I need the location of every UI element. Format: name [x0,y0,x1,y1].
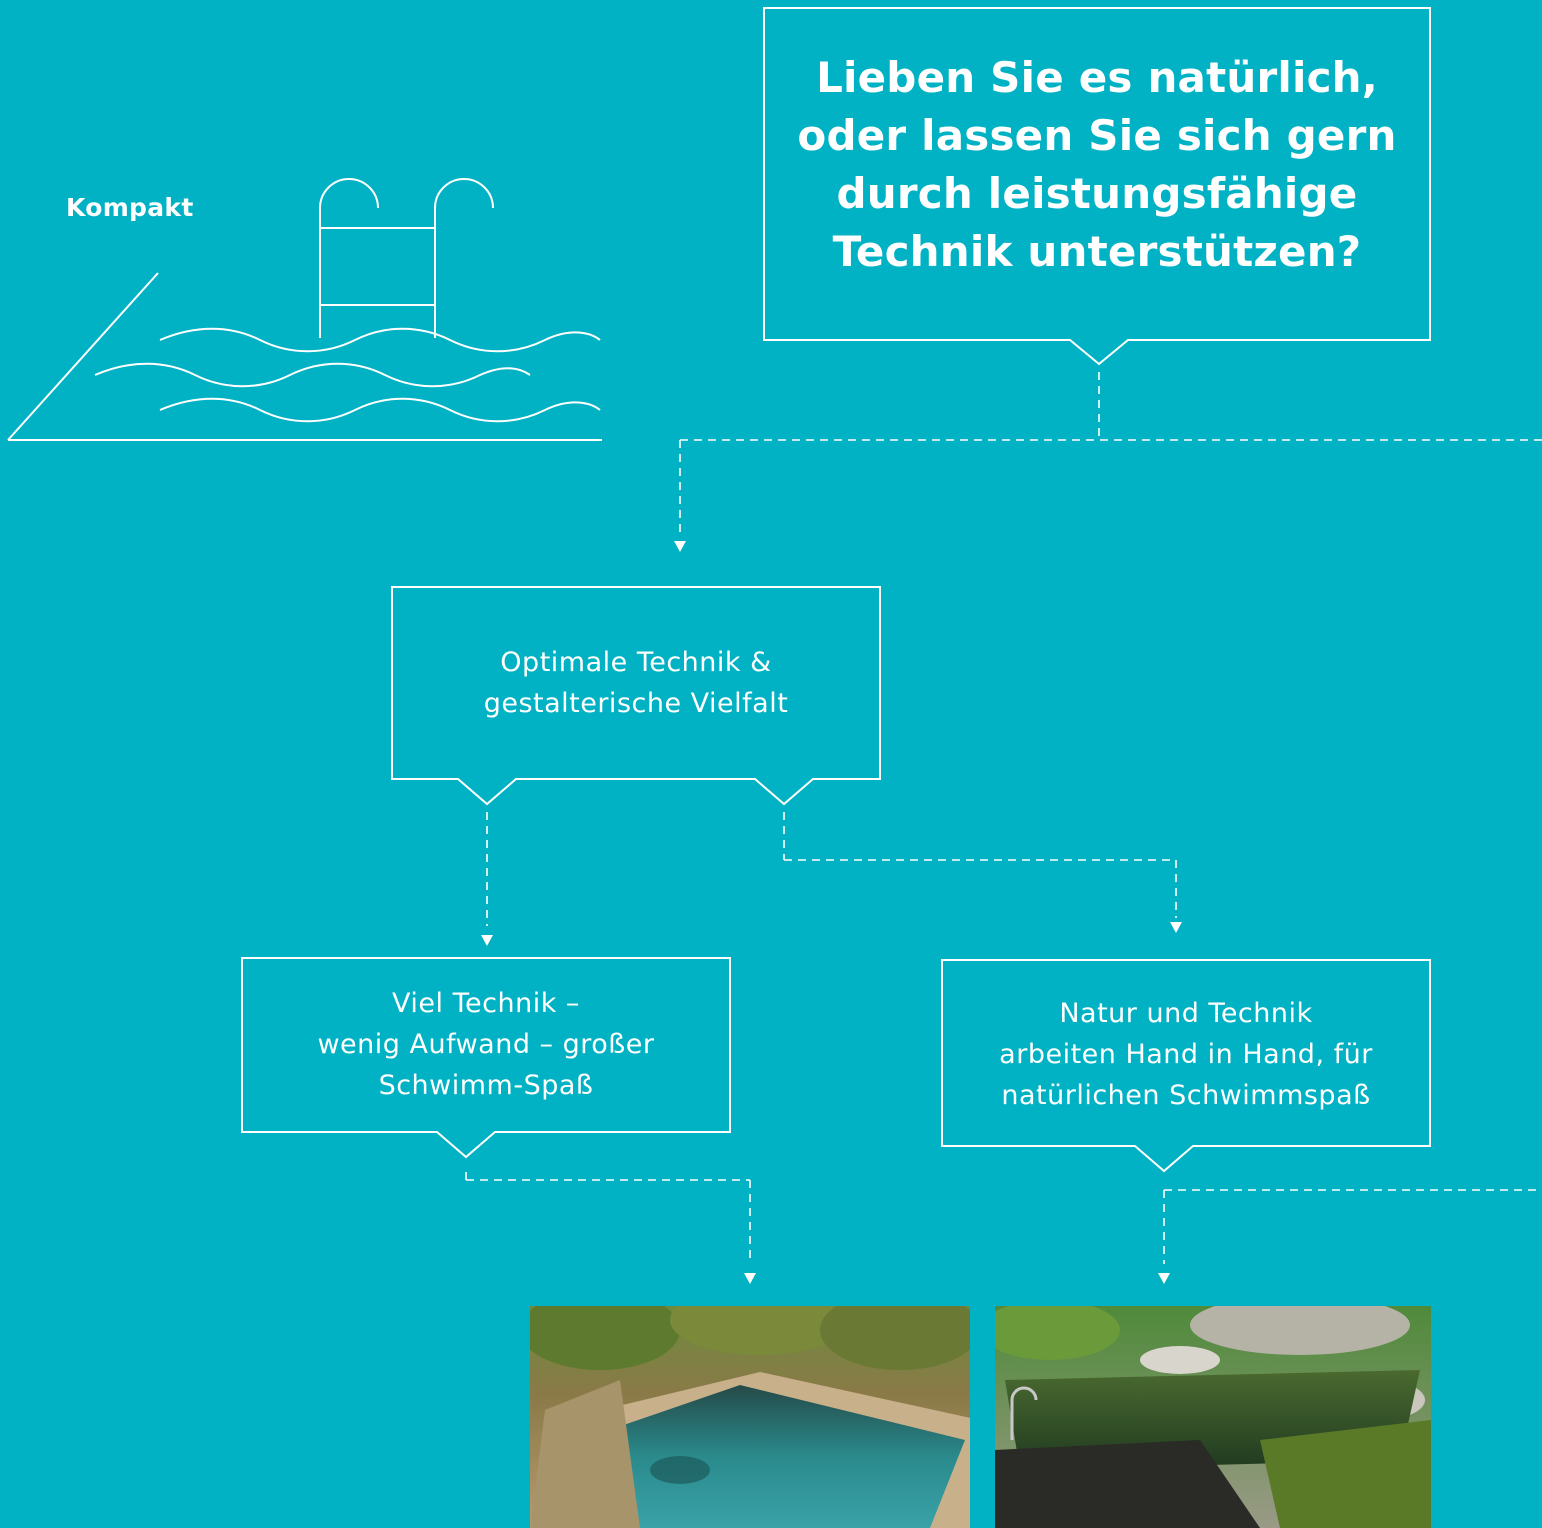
arrow-head [674,541,686,552]
connector-natur-photo [1163,1189,1542,1264]
question-text: Lieben Sie es natürlich, oder lassen Sie… [797,53,1397,276]
node-optimal-label: Optimale Technik & gestalterische Vielfa… [483,647,789,719]
kompakt-label: Kompakt [66,193,194,222]
arrow-head [1158,1273,1170,1284]
node-natur-technik-box [941,959,1431,1173]
connector-viel-photo [465,1172,751,1264]
arrow-head [481,935,493,946]
node-optimal-box [391,586,881,806]
node-natur-technik-label: Natur und Technik arbeiten Hand in Hand,… [999,997,1373,1111]
node-viel-technik-label: Viel Technik – wenig Aufwand – großer Sc… [317,987,655,1101]
node-viel-technik-box [241,957,731,1159]
photo-pool-natur [995,1306,1431,1528]
pool-ladder-icon [7,178,602,441]
photo-pool-technik [530,1306,970,1528]
connector-question-split [679,372,1542,538]
arrow-head [1170,922,1182,933]
arrow-head [744,1273,756,1284]
question-callout-box [763,7,1431,366]
connector-optimal-natur [783,812,1177,918]
